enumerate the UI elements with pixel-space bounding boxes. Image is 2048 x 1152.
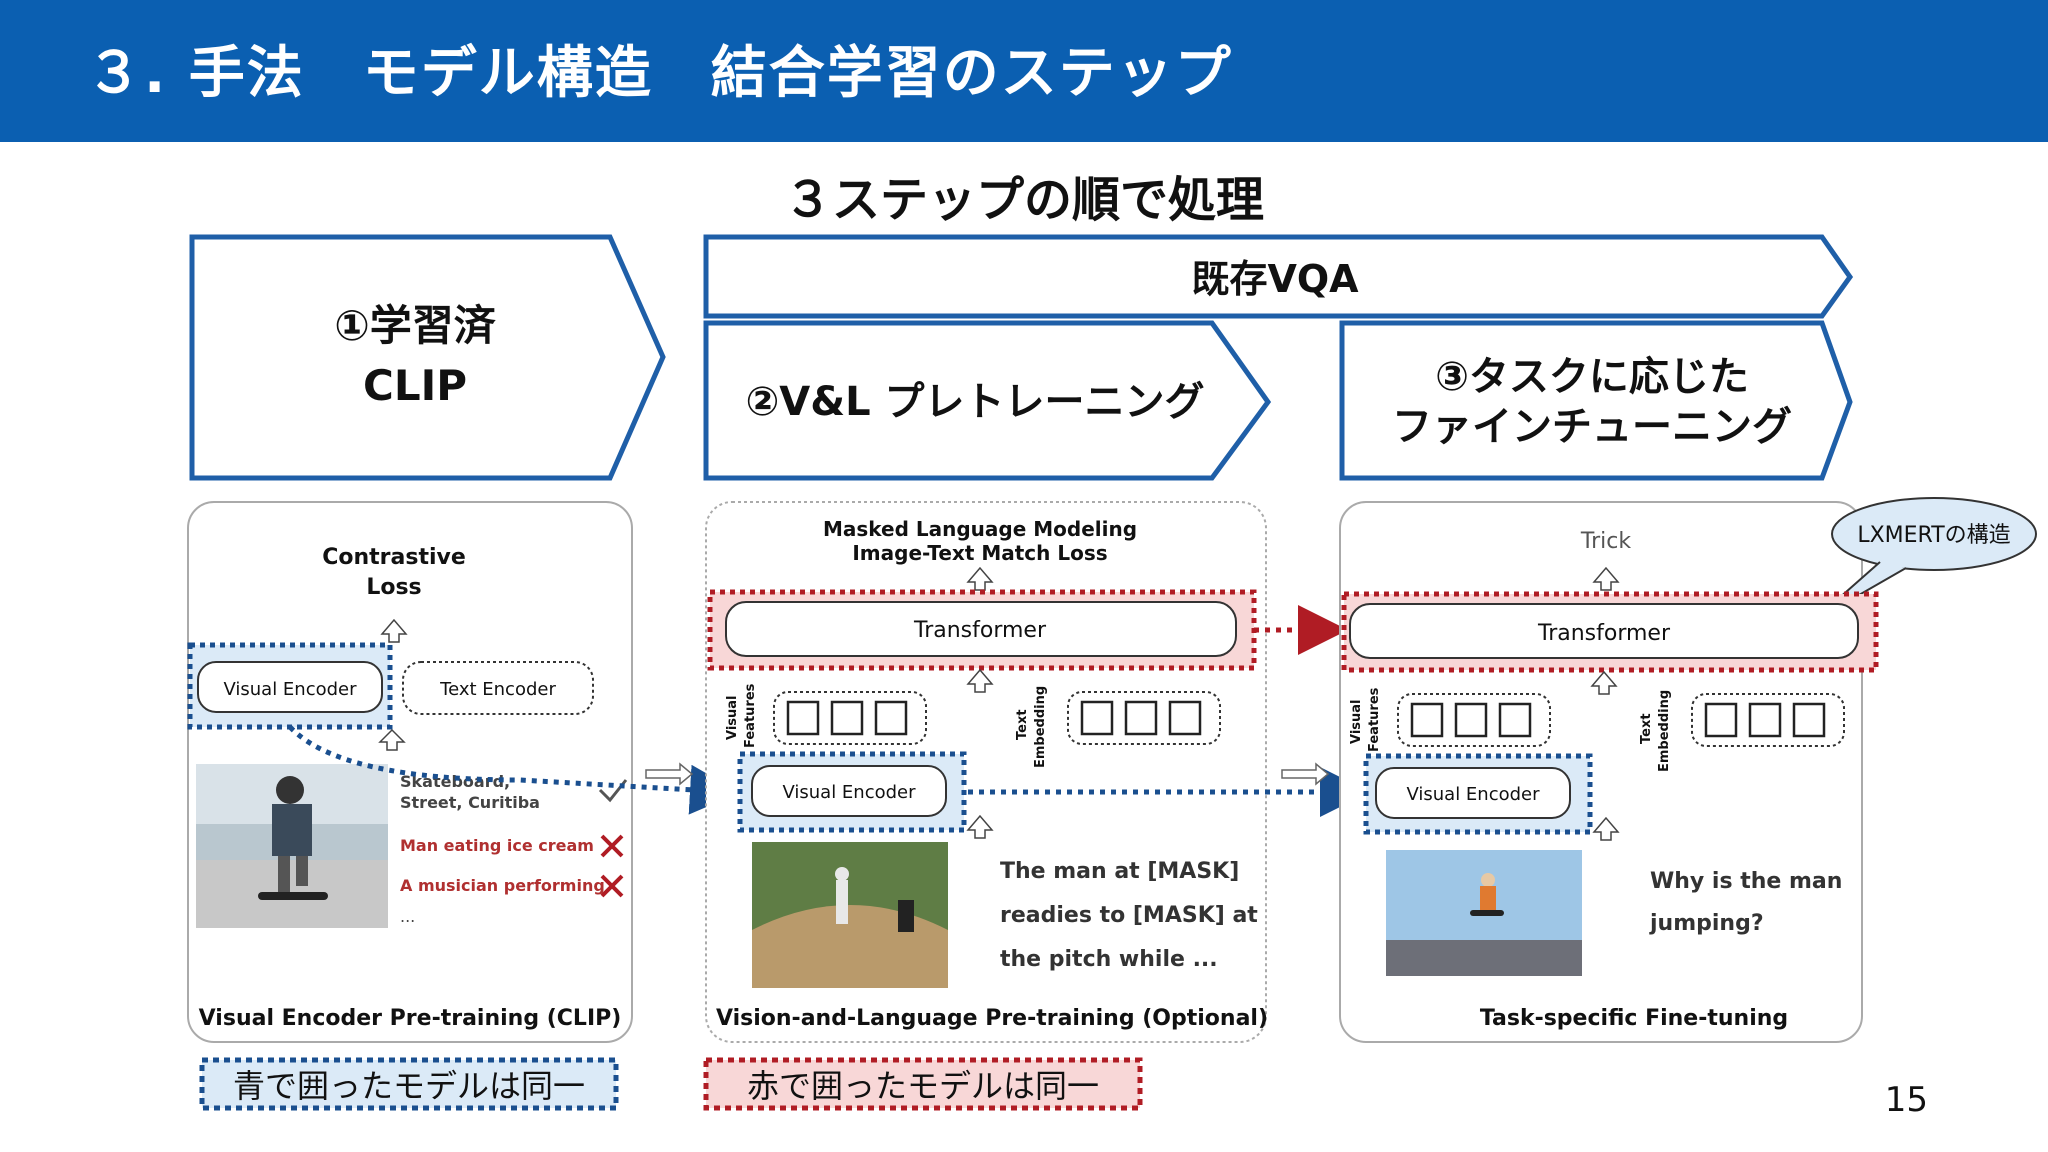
header-bar: ３. 手法 モデル構造 結合学習のステップ — [0, 0, 2048, 142]
panel3-transformer-box — [1349, 603, 1859, 659]
panel3-visual-encoder-box — [1375, 767, 1571, 819]
panel1-loss-line2: Loss — [366, 575, 421, 600]
panel2-text-line3: the pitch while ... — [1000, 947, 1218, 972]
subtitle: ３ステップの順で処理 — [783, 172, 1264, 228]
red-note-box — [703, 1057, 1143, 1111]
panel3-text-embedding-line2: Embedding — [1657, 690, 1672, 772]
panel3-visual-features-line2: Features — [1367, 687, 1382, 752]
panel1-visual-encoder-box — [197, 661, 383, 713]
panel1-up-arrow-icon-2 — [378, 728, 406, 751]
panel2-footer: Vision-and-Language Pre-training (Option… — [716, 1006, 1268, 1031]
caption3: A musician performing — [400, 876, 605, 895]
step3-label-line1: ③タスクに応じた — [1435, 354, 1749, 400]
page-title: ３. 手法 モデル構造 結合学習のステップ — [86, 41, 1233, 106]
panel2-loss-line1: Masked Language Modeling — [823, 517, 1137, 541]
step1-chevron — [189, 234, 666, 481]
step3-label-line2: ファインチューニング — [1392, 404, 1792, 450]
cross-icon — [600, 834, 624, 858]
panel3-text-tokens — [1691, 693, 1845, 747]
panel2-text-line2: readies to [MASK] at — [1000, 903, 1258, 928]
panel1-loss-line1: Contrastive — [322, 545, 466, 570]
panel2-visual-features-line1: Visual — [725, 695, 740, 740]
panel3-visual-encoder-label: Visual Encoder — [1406, 784, 1540, 805]
panel1-up-arrow-icon — [380, 618, 408, 643]
panel3-visual-tokens — [1397, 693, 1551, 747]
caption1-line1: Skateboard, — [400, 772, 510, 791]
skater-photo — [1386, 850, 1582, 976]
panel1-text-encoder-box — [402, 661, 594, 715]
panel2-transformer-label: Transformer — [913, 618, 1047, 643]
panel3-question-line2: jumping? — [1649, 911, 1764, 936]
panel3-visual-features-line1: Visual — [1349, 699, 1364, 744]
panel2-up-arrow-icon-3 — [966, 814, 994, 839]
caption2: Man eating ice cream — [400, 836, 594, 855]
callout-label: LXMERTの構造 — [1857, 523, 2010, 548]
panel3-up-arrow-icon-2 — [1590, 670, 1618, 695]
blue-note: 青で囲ったモデルは同一 — [233, 1067, 585, 1105]
panel3-text-embedding-line1: Text — [1639, 713, 1654, 744]
panel1-text-encoder-label: Text Encoder — [439, 679, 556, 700]
panel1-visual-encoder-label: Visual Encoder — [223, 679, 357, 700]
blue-note-box — [199, 1057, 619, 1111]
red-note: 赤で囲ったモデルは同一 — [747, 1067, 1099, 1105]
panel2-loss-line2: Image-Text Match Loss — [852, 541, 1107, 565]
panel2-text-line1: The man at [MASK] — [1000, 859, 1239, 884]
panel2-up-arrow-icon-2 — [966, 668, 994, 693]
panel1-footer: Visual Encoder Pre-training (CLIP) — [199, 1006, 622, 1031]
baseball-photo — [752, 842, 948, 988]
step2-chevron — [703, 320, 1272, 481]
existing-vqa-label: 既存VQA — [1191, 257, 1359, 301]
hollow-arrow-icon-1 — [645, 762, 694, 786]
panel2-visual-features-line2: Features — [743, 683, 758, 748]
hollow-arrow-icon-2 — [1281, 762, 1330, 786]
panel3-footer: Task-specific Fine-tuning — [1480, 1006, 1788, 1031]
existing-vqa-chevron — [703, 234, 1854, 319]
panel3-up-arrow-icon-3 — [1592, 816, 1620, 841]
panel2-transformer-box — [725, 601, 1237, 657]
caption-ellipsis: ... — [400, 907, 415, 926]
step3-chevron — [1339, 320, 1853, 481]
page-number: 15 — [1884, 1080, 1928, 1120]
step1-label-line2: CLIP — [363, 361, 467, 410]
cross-icon — [600, 874, 624, 898]
panel2-text-embedding-line2: Embedding — [1033, 686, 1048, 768]
panel2-visual-tokens — [773, 691, 927, 745]
panel3-question-line1: Why is the man — [1650, 869, 1842, 894]
panel2-visual-encoder-label: Visual Encoder — [782, 782, 916, 803]
panel2-text-tokens — [1067, 691, 1221, 745]
panel2-visual-encoder-box — [751, 765, 947, 817]
step2-label: ②V&L プレトレーニング — [745, 379, 1204, 425]
caption1-line2: Street, Curitiba — [400, 793, 540, 812]
skateboard-photo — [196, 764, 388, 928]
panel3-transformer-label: Transformer — [1537, 621, 1671, 646]
panel3-trick: Trick — [1580, 529, 1631, 554]
step1-label-line1: ①学習済 — [334, 301, 497, 350]
panel3-up-arrow-icon — [1592, 566, 1620, 591]
panel2-text-embedding-line1: Text — [1015, 709, 1030, 740]
blue-dotted-link-1 — [288, 725, 740, 815]
